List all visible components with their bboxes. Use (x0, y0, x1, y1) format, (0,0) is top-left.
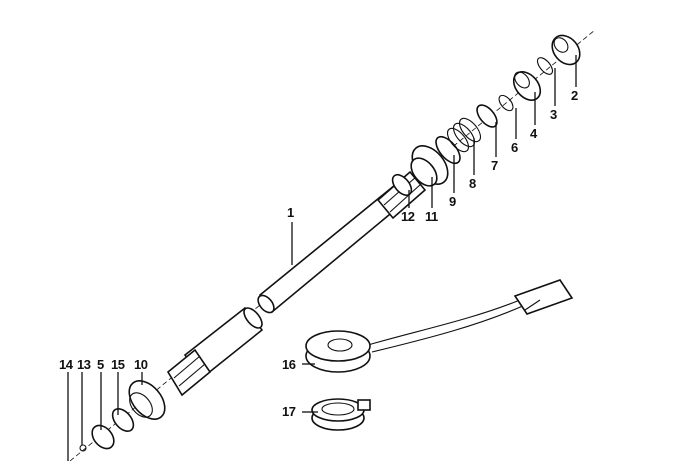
part-10-bearing (128, 380, 166, 420)
part-4-bushing (512, 71, 542, 101)
part-13-pin (79, 444, 87, 452)
label-part-2: 2 (571, 88, 578, 103)
part-2-nut (551, 34, 581, 66)
label-part-17: 17 (282, 404, 296, 419)
label-part-10: 10 (134, 357, 148, 372)
label-part-8: 8 (469, 176, 476, 191)
leader-lines (67, 55, 577, 461)
label-part-14: 14 (59, 357, 73, 372)
part-12-ring (391, 173, 413, 197)
part-3-washer (536, 57, 554, 75)
label-part-6: 6 (511, 140, 518, 155)
part-1-shaft-lower (166, 306, 264, 397)
label-part-16: 16 (282, 357, 296, 372)
label-part-13: 13 (77, 357, 91, 372)
label-part-1: 1 (287, 205, 294, 220)
label-part-9: 9 (449, 194, 456, 209)
label-part-12: 12 (401, 209, 415, 224)
label-part-11: 11 (425, 209, 438, 224)
label-part-3: 3 (550, 107, 557, 122)
part-11-bearing-boot (410, 145, 449, 187)
label-part-4: 4 (530, 126, 537, 141)
part-17-contact-ring (311, 398, 371, 431)
part-6-circlip (498, 94, 514, 112)
part-8-spring (446, 117, 482, 153)
label-part-7: 7 (491, 158, 498, 173)
part-16-switch-with-cable (305, 279, 574, 373)
part-1-shaft-upper (257, 170, 427, 314)
label-part-5: 5 (97, 357, 104, 372)
part-5-ring (91, 424, 115, 450)
label-part-15: 15 (111, 357, 125, 372)
